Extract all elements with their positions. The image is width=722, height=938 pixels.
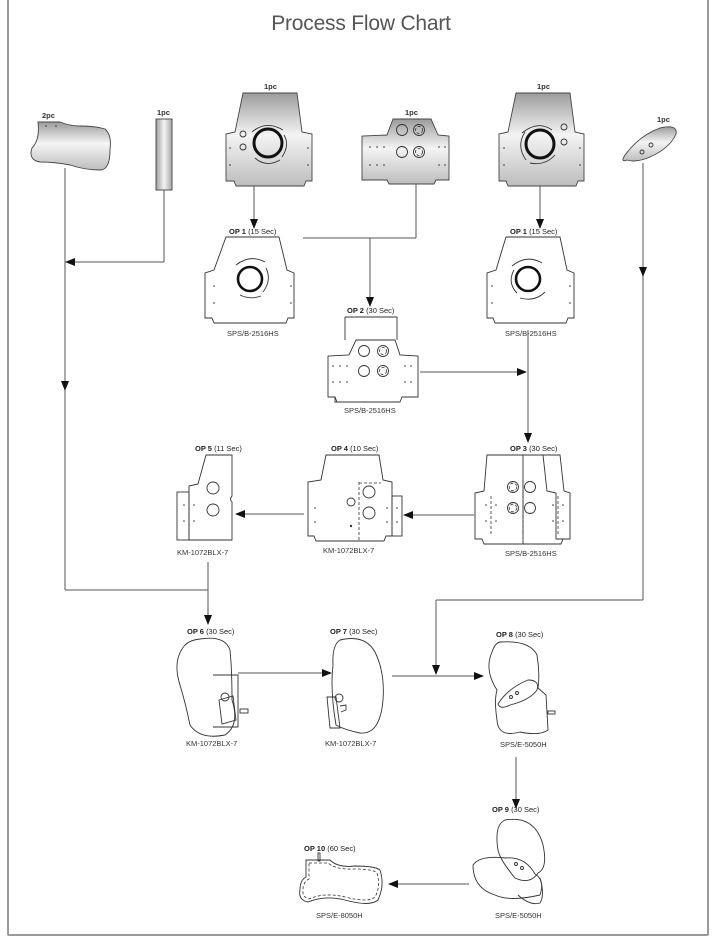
op-number: OP 1 [510, 227, 527, 236]
machine-label: SPS/E-5050H [495, 911, 542, 920]
operation-op9: OP 9 (30 Sec) SPS/E-5050H [472, 805, 546, 920]
operation-op1a: OP 1 (15 Sec) SPS/B-2516HS [204, 227, 295, 338]
op-label: OP 3 (30 Sec) [510, 444, 558, 453]
qty-label: 1pc [157, 108, 170, 117]
machine-label: SPS/E-5050H [500, 740, 547, 749]
raw-plate-2: 1pc [498, 82, 585, 187]
op-number: OP 6 [187, 627, 204, 636]
qty-label: 1pc [264, 82, 277, 91]
op-label: OP 7 (30 Sec) [330, 627, 378, 636]
op-time: (30 Sec) [206, 627, 235, 636]
operation-op2: OP 2 (30 Sec) SPS/B-2516HS [327, 306, 419, 415]
op-number: OP 4 [331, 444, 349, 453]
operation-op7: OP 7 (30 Sec) KM-1072BLX-7 [325, 627, 384, 748]
machine-label: KM-1072BLX-7 [177, 548, 228, 557]
operation-op10: OP 10 (60 Sec) SPS/E-8050H [299, 844, 383, 920]
qty-label: 2pc [42, 111, 55, 120]
raw-bracket-left: 2pc [30, 111, 111, 171]
qty-label: 1pc [405, 108, 418, 117]
operation-op3: OP 3 (30 Sec) SPS/B-2516HS [474, 444, 571, 558]
machine-label: SPS/B-2516HS [227, 329, 279, 338]
machine-label: SPS/B-2516HS [505, 329, 557, 338]
op-number: OP 1 [229, 227, 246, 236]
raw-plate-1: 1pc [225, 82, 313, 187]
op-number: OP 10 [304, 844, 325, 853]
raw-block: 1pc [361, 108, 450, 185]
qty-label: 1pc [537, 82, 550, 91]
op-number: OP 2 [347, 306, 364, 315]
op-number: OP 8 [496, 630, 513, 639]
op-label: OP 6 (30 Sec) [187, 627, 235, 636]
op-time: (30 Sec) [529, 444, 558, 453]
qty-label: 1pc [657, 115, 670, 124]
op-time: (30 Sec) [511, 805, 540, 814]
op-time: (30 Sec) [515, 630, 544, 639]
machine-label: KM-1072BLX-7 [186, 739, 237, 748]
op-label: OP 8 (30 Sec) [496, 630, 544, 639]
operation-op5: OP 5 (11 Sec) KM-1072BLX-7 [176, 444, 242, 557]
op-number: OP 3 [510, 444, 527, 453]
op-label: OP 2 (30 Sec) [347, 306, 395, 315]
op-number: OP 7 [330, 627, 347, 636]
operation-op4: OP 4 (10 Sec) KM-1072BLX-7 [307, 444, 403, 555]
raw-bar: 1pc [155, 108, 173, 191]
op-label: OP 1 (15 Sec) [510, 227, 558, 236]
raw-link: 1pc [622, 115, 677, 162]
chart-frame [7, 0, 709, 936]
op-number: OP 9 [492, 805, 509, 814]
op-time: (30 Sec) [349, 627, 378, 636]
machine-label: KM-1072BLX-7 [325, 739, 376, 748]
machine-label: SPS/E-8050H [316, 911, 363, 920]
op-number: OP 5 [195, 444, 212, 453]
operation-op8: OP 8 (30 Sec) SPS/E-5050H [488, 630, 556, 749]
op-time: (11 Sec) [214, 444, 242, 453]
op-label: OP 1 (15 Sec) [229, 227, 277, 236]
machine-label: KM-1072BLX-7 [323, 546, 374, 555]
op-time: (15 Sec) [248, 227, 277, 236]
op-time: (60 Sec) [327, 844, 356, 853]
op-label: OP 10 (60 Sec) [304, 844, 356, 853]
operation-op6: OP 6 (30 Sec) KM-1072BLX-7 [176, 627, 249, 748]
op-time: (10 Sec) [350, 444, 379, 453]
machine-label: SPS/B-2516HS [505, 549, 557, 558]
op-label: OP 5 (11 Sec) [195, 444, 242, 453]
page-title: Process Flow Chart [271, 12, 451, 35]
op-label: OP 9 (30 Sec) [492, 805, 540, 814]
operation-op1b: OP 1 (15 Sec) SPS/B-2516HS [486, 227, 575, 338]
op-time: (15 Sec) [529, 227, 558, 236]
flow-connectors [61, 163, 647, 888]
op-time: (30 Sec) [366, 306, 395, 315]
op-label: OP 4 (10 Sec) [331, 444, 379, 453]
machine-label: SPS/B-2516HS [344, 406, 396, 415]
